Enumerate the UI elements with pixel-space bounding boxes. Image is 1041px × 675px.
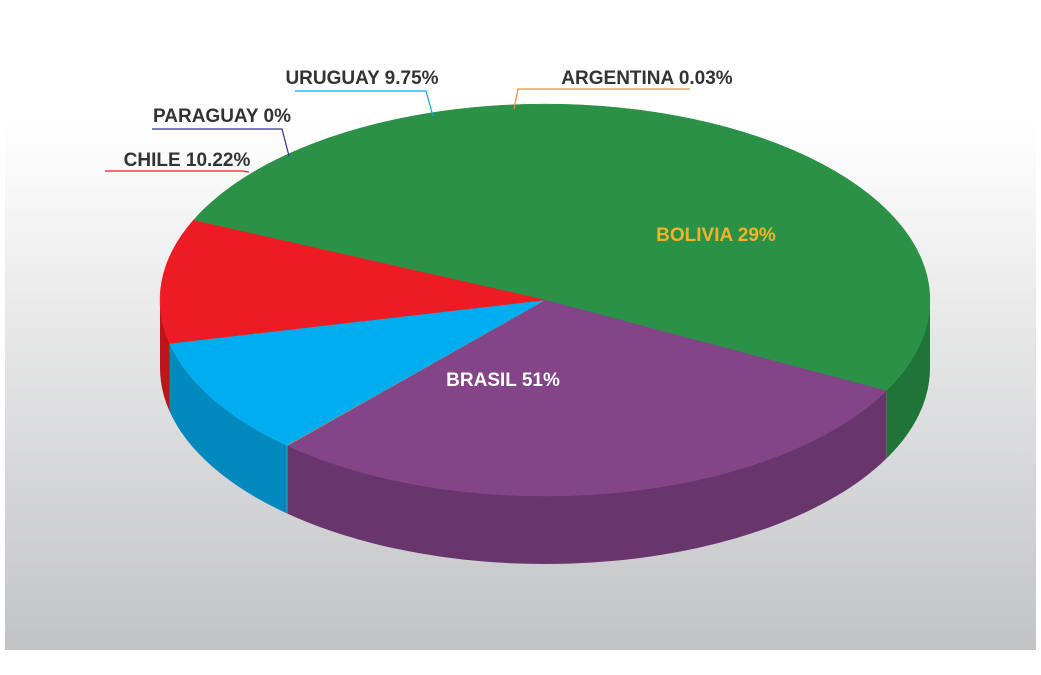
pie-slice-bolivia [286,299,887,497]
slice-label-bolivia: BOLIVIA 29% [656,225,776,246]
pie-side-argentina [286,445,288,514]
pie-side-brasil [886,300,930,459]
pie-side-bolivia [287,390,887,565]
pie-slice-brasil [192,103,931,392]
slice-label-chile: CHILE 10.22% [124,150,251,171]
slice-label-argentina: ARGENTINA 0.03% [561,68,732,89]
pie-tops [159,103,931,497]
leader-line-chile [105,170,250,173]
pie-slice-uruguay [169,299,546,446]
slice-label-paraguay: PARAGUAY 0% [153,106,291,127]
leader-line-argentina [513,88,690,110]
leader-line-uruguay [295,90,434,117]
leader-line-paraguay [152,128,290,157]
pie-side-chile [160,300,170,412]
pie-leader-lines [105,88,690,173]
pie-slice-chile [159,220,546,344]
slice-label-uruguay: URUGUAY 9.75% [285,68,438,89]
slice-label-brasil: BRASIL 51% [446,370,560,391]
